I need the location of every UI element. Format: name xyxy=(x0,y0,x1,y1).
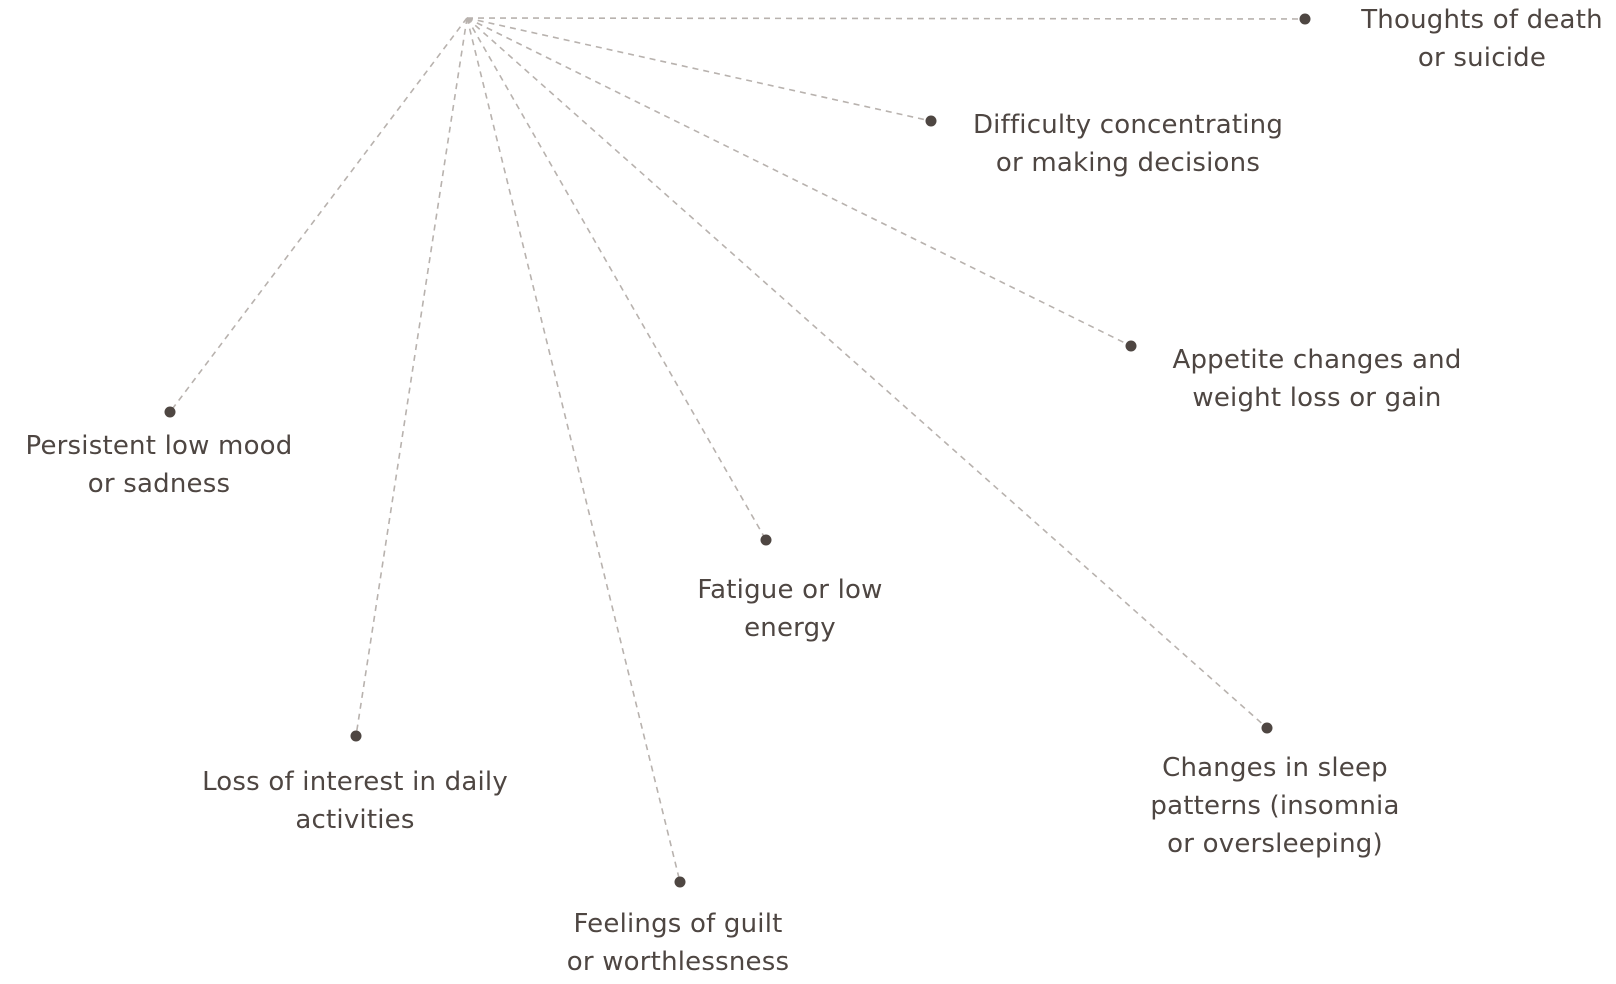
node-label-line: Thoughts of death xyxy=(1360,5,1603,35)
node-label-line: Difficulty concentrating xyxy=(973,110,1283,140)
node-label-line: Changes in sleep xyxy=(1162,753,1388,783)
connector-loss-of-interest xyxy=(355,17,468,737)
node-label-line: energy xyxy=(744,613,836,643)
node-label-line: Fatigue or low xyxy=(697,575,882,605)
node-label-thoughts-of-death: Thoughts of death or suicide xyxy=(1360,5,1603,73)
connector-guilt xyxy=(466,17,681,883)
connector-sleep-changes xyxy=(466,17,1268,729)
node-label-line: Loss of interest in daily xyxy=(202,767,508,797)
connector-persistent-low-mood xyxy=(169,17,468,413)
node-label-loss-of-interest: Loss of interest in daily activities xyxy=(202,767,508,835)
node-label-difficulty-concentrating: Difficulty concentrating or making decisi… xyxy=(973,110,1283,178)
node-label-line: Feelings of guilt xyxy=(573,909,782,939)
node-dot-appetite-changes xyxy=(1125,340,1137,352)
node-dot-persistent-low-mood xyxy=(164,406,176,418)
node-label-line: or oversleeping) xyxy=(1167,829,1383,859)
node-dot-thoughts-of-death xyxy=(1299,13,1311,25)
node-label-appetite-changes: Appetite changes and weight loss or gain xyxy=(1172,345,1461,413)
node-dots xyxy=(164,13,1311,888)
connector-lines xyxy=(169,17,1306,883)
connector-fatigue xyxy=(466,17,767,541)
node-label-persistent-low-mood: Persistent low mood or sadness xyxy=(26,431,293,499)
node-label-line: Appetite changes and xyxy=(1172,345,1461,375)
node-label-line: or sadness xyxy=(88,469,230,499)
node-label-guilt: Feelings of guilt or worthlessness xyxy=(567,909,789,977)
node-dot-guilt xyxy=(674,876,686,888)
node-dot-sleep-changes xyxy=(1261,722,1273,734)
node-label-line: or worthlessness xyxy=(567,947,789,977)
connector-thoughts-of-death xyxy=(466,17,1306,20)
node-label-fatigue: Fatigue or low energy xyxy=(697,575,882,643)
node-label-line: activities xyxy=(295,805,414,835)
node-dot-loss-of-interest xyxy=(350,730,362,742)
node-label-line: Persistent low mood xyxy=(26,431,293,461)
node-label-line: or making decisions xyxy=(996,148,1260,178)
connector-appetite-changes xyxy=(466,17,1132,347)
node-label-sleep-changes: Changes in sleep patterns (insomnia or ove… xyxy=(1150,753,1399,859)
node-dot-fatigue xyxy=(760,534,772,546)
node-label-line: patterns (insomnia xyxy=(1150,791,1399,821)
node-dot-difficulty-concentrating xyxy=(925,115,937,127)
connector-difficulty-concentrating xyxy=(466,17,932,122)
node-label-line: or suicide xyxy=(1418,43,1546,73)
node-label-line: weight loss or gain xyxy=(1192,383,1441,413)
